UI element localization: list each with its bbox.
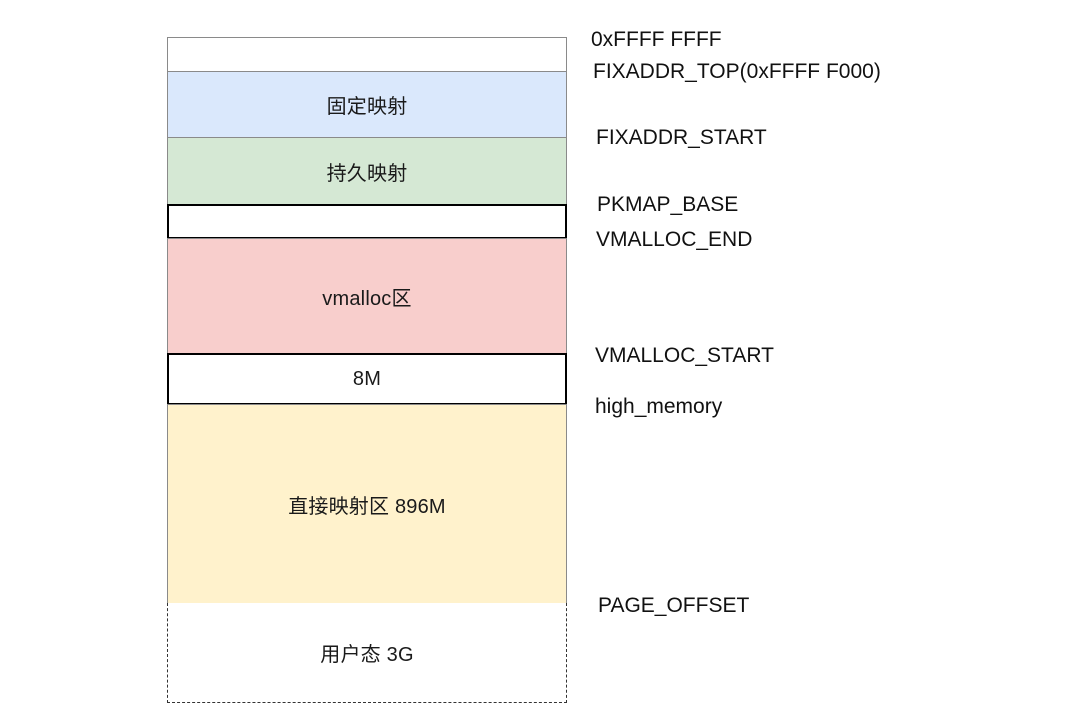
region-user-space: 用户态 3G xyxy=(167,603,567,703)
address-page-offset: PAGE_OFFSET xyxy=(598,594,750,617)
region-vmalloc-label: vmalloc区 xyxy=(322,288,412,310)
region-direct-mapping: 直接映射区 896M xyxy=(167,404,567,604)
region-pkmap: 持久映射 xyxy=(167,137,567,205)
region-direct-mapping-label: 直接映射区 896M xyxy=(288,495,446,518)
region-top-gap xyxy=(167,37,567,72)
address-vmalloc-end: VMALLOC_END xyxy=(596,228,753,251)
address-pkmap-base: PKMAP_BASE xyxy=(597,193,739,216)
address-vmalloc-start: VMALLOC_START xyxy=(595,344,774,367)
address-top: 0xFFFF FFFF xyxy=(591,28,722,51)
address-high-memory: high_memory xyxy=(595,395,723,418)
region-fixmap: 固定映射 xyxy=(167,71,567,138)
region-user-space-label: 用户态 3G xyxy=(320,644,414,666)
region-gap-8m: 8M xyxy=(167,353,567,405)
address-fixaddr-start: FIXADDR_START xyxy=(596,126,767,149)
region-gap-after-pkmap xyxy=(167,204,567,239)
region-vmalloc: vmalloc区 xyxy=(167,238,567,355)
region-pkmap-label: 持久映射 xyxy=(326,162,408,185)
address-fixaddr-top: FIXADDR_TOP(0xFFFF F000) xyxy=(593,60,881,83)
region-gap-8m-label: 8M xyxy=(352,367,382,390)
region-fixmap-label: 固定映射 xyxy=(326,96,408,118)
